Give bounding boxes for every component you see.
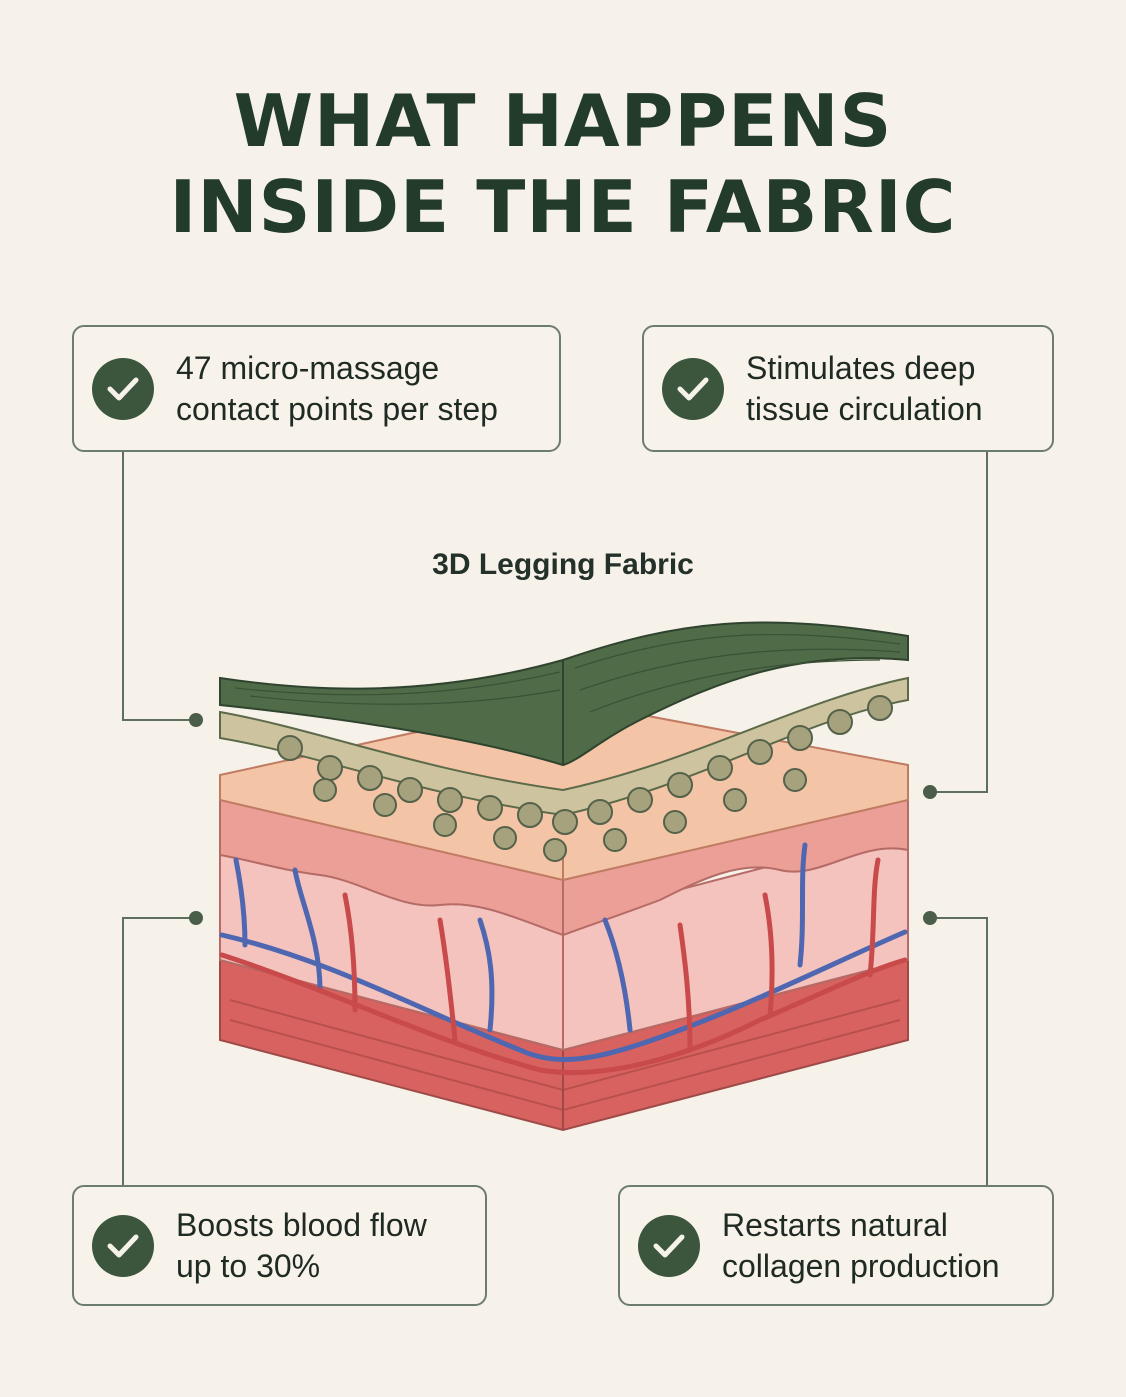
title-line-1: WHAT HAPPENS [233,79,893,163]
leader-dot-bottom-right [923,911,937,925]
callout-text: Restarts natural collagen production [722,1205,1000,1287]
callout-line: Restarts natural [722,1206,948,1243]
callout-collagen: Restarts natural collagen production [618,1185,1054,1306]
callout-blood-flow: Boosts blood flow up to 30% [72,1185,487,1306]
check-icon [638,1214,700,1277]
callout-micro-massage: 47 micro-massage contact points per step [72,325,561,452]
callout-text: Stimulates deep tissue circulation [746,348,983,430]
leader-dot-bottom-left [189,911,203,925]
massage-nodes [277,695,893,862]
arteries [219,857,908,1076]
page-title: WHAT HAPPENS INSIDE THE FABRIC [0,78,1126,250]
callout-text: 47 micro-massage contact points per step [176,348,498,430]
callout-line: tissue circulation [746,390,983,427]
callout-line: collagen production [722,1247,1000,1284]
fabric-label: 3D Legging Fabric [432,548,694,581]
leader-line-top-left [122,452,196,721]
callout-line: 47 micro-massage [176,349,440,386]
fabric-texture [234,633,901,713]
check-icon [92,357,154,420]
callout-line: up to 30% [176,1247,321,1284]
callout-text: Boosts blood flow up to 30% [176,1205,427,1287]
leader-line-bottom-right [930,917,988,1185]
leader-line-top-right [930,452,988,793]
title-line-2: INSIDE THE FABRIC [169,165,957,249]
leader-dot-top-right [923,785,937,799]
callout-line: Stimulates deep [746,349,976,386]
leader-dot-top-left [189,713,203,727]
veins [219,842,908,1063]
callout-line: Boosts blood flow [176,1206,427,1243]
callout-line: contact points per step [176,390,498,427]
fabric-inner-layer [219,676,909,817]
callout-circulation: Stimulates deep tissue circulation [642,325,1054,452]
fabric-outer-layer [219,621,909,767]
leader-line-bottom-left [122,917,196,1185]
check-icon [92,1214,154,1277]
check-icon [662,357,724,420]
